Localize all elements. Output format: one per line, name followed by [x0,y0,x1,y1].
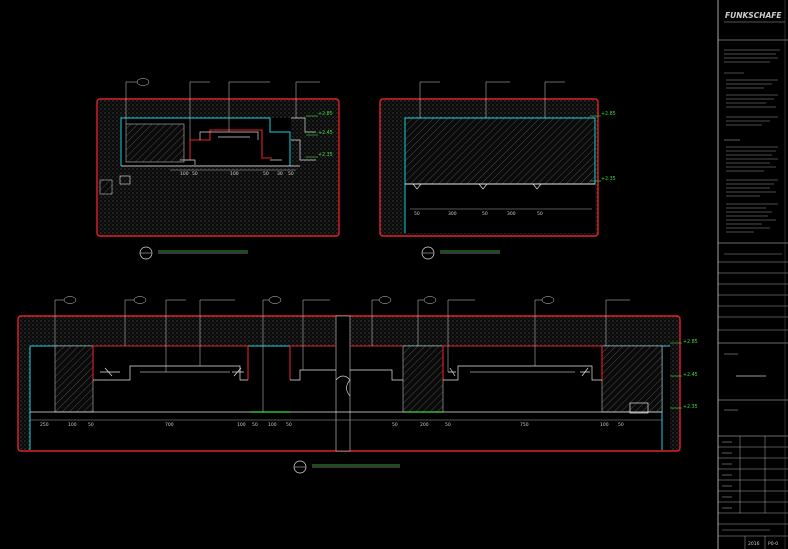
svg-text:+2.45: +2.45 [318,130,333,136]
section-a-red-profile [184,129,272,161]
section-c-red-recesses [92,345,603,380]
section-c-column-2 [402,345,444,413]
svg-text:+2.85: +2.85 [318,111,333,117]
section-c-level-markers: +2.85 +2.45 +2.35 [670,339,698,410]
svg-text:50: 50 [263,171,269,177]
svg-text:50: 50 [482,211,488,217]
svg-text:300: 300 [448,211,457,217]
section-b: 50 300 50 300 50 +2.85 +2.35 [379,81,616,260]
svg-text:50: 50 [445,422,451,428]
svg-text:50: 50 [392,422,398,428]
svg-text:+2.35: +2.35 [683,404,698,410]
section-a-side-block [99,179,113,195]
svg-text:+2.85: +2.85 [683,339,698,345]
title-block-cells [722,441,770,531]
svg-text:100: 100 [237,422,246,428]
title-block: FUNKSCHAFE [717,0,788,549]
svg-text:50: 50 [252,422,258,428]
svg-text:700: 700 [165,422,174,428]
title-block-notes [724,49,780,233]
section-a-level-markers: +2.85 +2.45 +2.35 [306,111,333,158]
svg-text:100: 100 [230,171,239,177]
svg-text:50: 50 [88,422,94,428]
section-b-panel [404,117,596,185]
svg-text:750: 750 [520,422,529,428]
svg-text:100: 100 [268,422,277,428]
svg-text:200: 200 [420,422,429,428]
section-c-wall-break [335,315,351,452]
section-b-level-markers: +2.85 +2.35 [590,111,616,182]
section-a-cyan-line [120,117,291,166]
section-c-dim-labels: 250 100 50 700 100 50 100 50 50 200 50 7… [40,422,624,428]
svg-text:50: 50 [288,171,294,177]
section-c-title [293,460,400,474]
svg-text:+2.45: +2.45 [683,372,698,378]
svg-text:+2.35: +2.35 [601,176,616,182]
title-block-logo: FUNKSCHAFE [725,11,782,20]
svg-text:100: 100 [68,422,77,428]
svg-text:+2.35: +2.35 [318,152,333,158]
section-c-column-1 [54,345,94,413]
svg-text:50: 50 [618,422,624,428]
svg-text:+2.85: +2.85 [601,111,616,117]
section-c-ceiling-detail [93,365,602,381]
svg-text:50: 50 [192,171,198,177]
section-b-leaders [419,81,565,118]
section-a-title [139,246,248,260]
section-c: 250 100 50 700 100 50 100 50 50 200 50 7… [17,296,698,474]
section-b-lower [405,184,595,233]
section-a-recess [291,117,316,161]
svg-text:300: 300 [507,211,516,217]
svg-text:50: 50 [286,422,292,428]
section-c-leaders [54,296,630,412]
title-block-sheet-no: P0-0 [768,541,778,547]
section-b-dim-labels: 50 300 50 300 50 [414,211,543,217]
svg-text:50: 50 [414,211,420,217]
svg-text:100: 100 [180,171,189,177]
section-a-leaders [125,78,320,140]
section-a-light [119,175,131,185]
title-block-date: 2016 [748,541,760,547]
section-a-hatched-block [125,123,185,163]
svg-text:250: 250 [40,422,49,428]
title-block-grid [718,436,788,549]
section-c-break-symbol [335,375,351,397]
section-c-column-3 [601,345,663,413]
section-a: 100 50 100 50 30 50 +2.85 +2.45 +2.35 [96,78,340,260]
svg-text:100: 100 [600,422,609,428]
svg-text:30: 30 [277,171,283,177]
section-b-grooves [412,183,542,190]
section-a-dim-labels: 100 50 100 50 30 50 [180,171,294,177]
svg-text:50: 50 [537,211,543,217]
section-b-title [421,246,500,260]
section-c-floor-box [629,402,649,414]
